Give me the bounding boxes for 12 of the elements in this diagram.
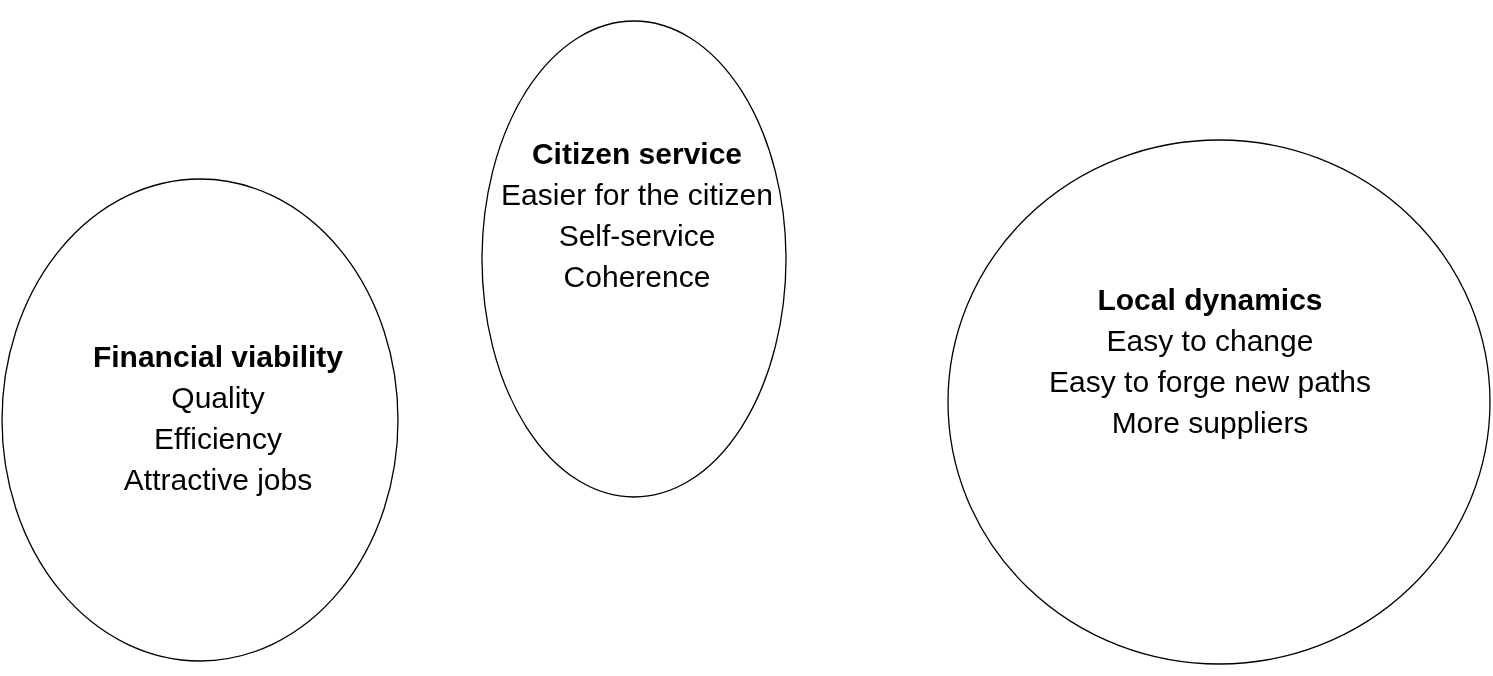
- list-item: Easy to change: [1105, 323, 1315, 359]
- list-item: More suppliers: [1110, 405, 1310, 441]
- list-item: Efficiency: [153, 421, 283, 457]
- list-item: Self-service: [557, 218, 717, 254]
- list-item: Easier for the citizen: [500, 177, 774, 213]
- list-item: Attractive jobs: [122, 462, 314, 498]
- heading: Citizen service: [530, 136, 744, 172]
- heading: Local dynamics: [1096, 282, 1324, 318]
- heading: Financial viability: [91, 339, 345, 375]
- list-item: Easy to forge new paths: [1048, 364, 1372, 400]
- list-item: Quality: [170, 380, 266, 416]
- list-item: Coherence: [562, 259, 712, 295]
